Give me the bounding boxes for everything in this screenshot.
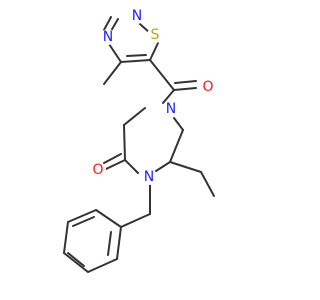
bond-benzene-4 (63, 221, 69, 254)
bond-ethyl-1 (169, 161, 202, 173)
bond-carbonyl-o-double (174, 80, 197, 84)
atom-s: S (147, 27, 163, 43)
atom-n-top: N (129, 8, 145, 24)
bond-benzene-double-3 (72, 216, 95, 227)
bond-c-c-ring-double (126, 54, 147, 57)
molecule-structure: S N N O N N O (63, 8, 216, 273)
bond-benzene-double-1 (107, 231, 112, 256)
bond-benzene-3 (63, 252, 89, 273)
atom-o-ring: O (90, 162, 106, 178)
bond-n-co (124, 159, 139, 174)
atom-n-left: N (100, 29, 116, 45)
bond-c-s (149, 42, 159, 61)
bond-n-n-double (110, 18, 119, 32)
bond-ring-co-o (105, 159, 126, 170)
bond-benzene-1 (116, 226, 122, 260)
bond-benzyl-ring (120, 213, 151, 228)
bond-ring-co-o-double (103, 153, 122, 164)
bond-ethyl-2 (200, 171, 215, 197)
atom-label-n-top: N (132, 8, 142, 24)
bond-carbonyl-n (162, 89, 175, 104)
bond-benzene-2 (87, 258, 118, 273)
atom-n-ring-top: N (163, 101, 179, 117)
bond-n-n (103, 16, 112, 31)
atom-label-o-carbonyl: O (202, 79, 213, 95)
bond-lines (63, 15, 215, 273)
atom-labels: S N N O N N O (90, 8, 216, 185)
atom-n-ring-bottom: N (141, 169, 157, 185)
bond-c-c-ring (120, 59, 151, 63)
bond-benzene-double-2 (67, 252, 85, 267)
atom-label-n-ring-bottom: N (144, 169, 154, 185)
bond-n-c (108, 43, 122, 63)
atom-label-n-ring-top: N (166, 101, 176, 117)
bond-ch2-ch2 (123, 107, 146, 126)
bond-ch-n (155, 161, 171, 172)
bond-benzene-6 (95, 209, 122, 228)
atom-o-carbonyl: O (200, 79, 216, 95)
atom-label-o-ring: O (92, 162, 103, 178)
bond-methyl (103, 61, 122, 85)
bond-co-ch2 (123, 124, 126, 161)
bond-ch2-ch (169, 129, 184, 163)
bond-n-ch2-top (173, 117, 184, 131)
bond-ring-carbonyl (149, 59, 175, 91)
bond-carbonyl-o (173, 87, 197, 91)
atom-label-s: S (151, 27, 160, 43)
bond-benzene-5 (67, 209, 97, 223)
atom-label-n-left: N (103, 29, 113, 45)
